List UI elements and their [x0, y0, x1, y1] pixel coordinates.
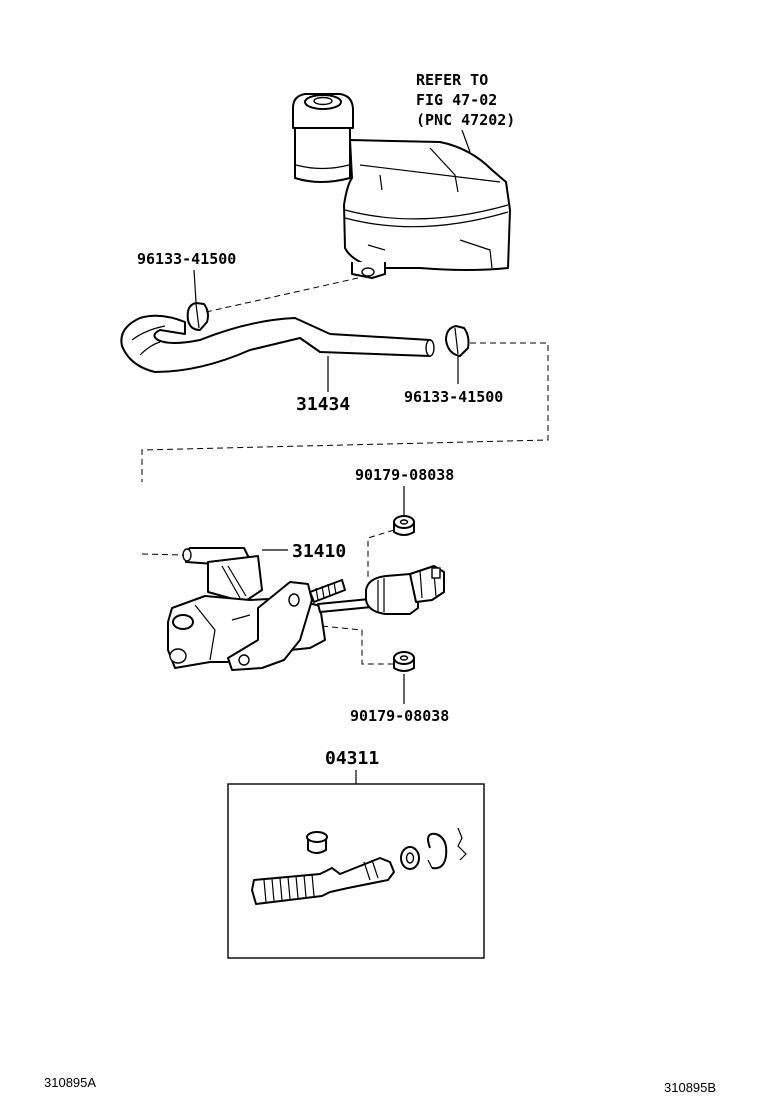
- footer-code-left: 310895A: [44, 1075, 96, 1090]
- callout-labels: REFER TO FIG 47-02 (PNC 47202) 96133-415…: [137, 71, 515, 769]
- label-clip-upper: 96133-41500: [137, 250, 236, 268]
- clutch-master-cylinder: [167, 547, 445, 671]
- label-clip-lower: 96133-41500: [404, 388, 503, 406]
- refer-label-line2: FIG 47-02: [416, 91, 497, 109]
- label-grommet-upper: 90179-08038: [355, 466, 454, 484]
- grommet-upper: [393, 515, 415, 536]
- label-master-cylinder: 31410: [292, 541, 346, 562]
- clip-upper: [186, 302, 209, 331]
- label-hose: 31434: [296, 394, 350, 415]
- refer-label-line1: REFER TO: [416, 71, 488, 89]
- clip-lower: [445, 325, 470, 357]
- hose: [120, 314, 435, 373]
- leader-lines: [193, 129, 471, 784]
- footer-code-right: 310895B: [664, 1080, 716, 1095]
- repair-kit-box: [227, 783, 485, 959]
- refer-label-line3: (PNC 47202): [416, 111, 515, 129]
- footer-codes: 310895A 310895B: [44, 1075, 716, 1095]
- label-grommet-lower: 90179-08038: [350, 707, 449, 725]
- reservoir-tank: [292, 93, 511, 279]
- label-repair-kit: 04311: [325, 748, 379, 769]
- dashed-guide-lines: [141, 277, 549, 665]
- grommet-lower: [393, 651, 415, 672]
